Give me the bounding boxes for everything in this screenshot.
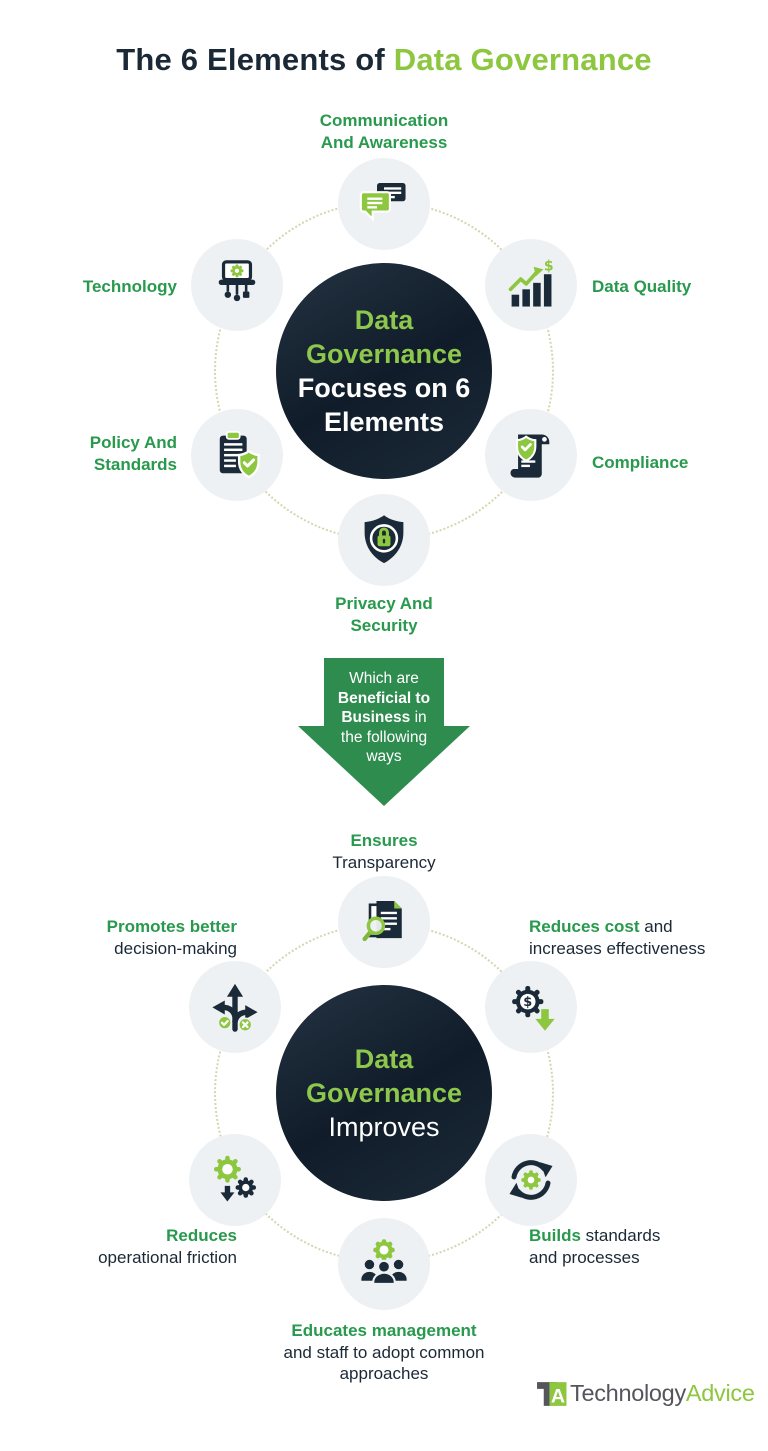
document-magnifier-icon [338,876,430,968]
cycle-arrows-gear-graphic [509,1160,553,1200]
label-line: approaches [339,1364,429,1383]
document-magnifier-graphic [362,901,402,942]
top-center-text: Data Governance Focuses on 6 Elements [291,303,477,439]
cycle-arrows-gear-icon [485,1134,577,1226]
arrow-line: Beneficial to [337,689,431,707]
label-line: Ensures [350,831,418,850]
gear-dollar-down-arrow-graphic: $ [512,986,555,1031]
scroll-shield-check-graphic [510,434,550,478]
top-center-highlight: Data Governance [305,305,463,369]
arrow-line: in [410,709,427,726]
label-line: standards [580,1226,661,1245]
label-builds-standards: Builds standards and processes [529,1225,764,1268]
shield-lock-graphic [364,515,404,564]
label-ensures-transparency: Ensures Transparency [234,830,534,873]
logo-wordmark: TechnologyAdvice [570,1380,755,1407]
label-policy-standards: Policy And Standards [10,432,177,475]
bottom-center-text: Data Governance Improves [291,1042,477,1144]
label-privacy-security: Privacy And Security [234,593,534,636]
arrow-line: ways [366,748,402,765]
page-title: The 6 Elements of Data Governance [0,42,768,78]
logo-wordmark-gray: Technology [570,1380,686,1406]
svg-text:$: $ [544,258,554,274]
top-center-circle: Data Governance Focuses on 6 Elements [276,263,492,479]
svg-text:$: $ [523,995,532,1010]
label-line: Promotes better [106,917,237,936]
label-line: Compliance [592,453,689,472]
team-gear-graphic [361,1239,407,1285]
label-data-quality: Data Quality [592,276,762,298]
label-reduces-friction: Reduces operational friction [0,1225,237,1268]
down-arrow [298,658,470,806]
laptop-gear-circuit-graphic [218,260,256,302]
technologyadvice-logo: A TechnologyAdvice [536,1378,755,1409]
chat-bubbles-icon [338,158,430,250]
bottom-center-circle: Data Governance Improves [276,985,492,1201]
bottom-center-rest: Improves [328,1112,440,1142]
label-line: Standards [93,454,177,474]
label-line: and processes [529,1247,640,1267]
growth-chart-dollar-graphic: $ [508,258,554,307]
laptop-gear-circuit-icon [191,239,283,331]
growth-chart-dollar-icon: $ [485,239,577,331]
team-gear-icon [338,1218,430,1310]
label-line: and [639,917,673,936]
gears-down-arrow-icon [189,1134,281,1226]
branching-arrows-graphic [212,983,258,1033]
branching-arrows-icon [189,961,281,1053]
gear-dollar-down-arrow-icon: $ [485,961,577,1053]
logo-mark-letter: A [551,1385,565,1407]
scroll-shield-check-icon [485,409,577,501]
chat-bubbles-graphic [359,183,406,222]
down-arrow-text: Which are Beneficial to Business in the … [300,669,468,767]
label-line: Builds [529,1226,581,1245]
label-line: decision-making [114,938,237,958]
logo-mark-icon: A [537,1382,567,1407]
label-compliance: Compliance [592,452,762,474]
arrow-line: the following [340,728,428,746]
shield-lock-icon [338,494,430,586]
arrow-line: Which are [349,670,419,687]
label-line: Reduces cost [529,917,640,936]
label-reduces-cost: Reduces cost and increases effectiveness [529,916,764,959]
label-line: Privacy And [335,594,433,613]
label-technology: Technology [10,276,177,298]
label-promotes-decisions: Promotes better decision-making [0,916,237,959]
page-title-highlight: Data Governance [393,42,652,77]
label-line: Reduces [166,1226,237,1245]
label-educates-management: Educates management and staff to adopt c… [184,1320,584,1385]
gears-down-arrow-graphic [214,1155,256,1202]
top-center-rest: Focuses on 6 Elements [297,373,471,437]
label-line: increases effectiveness [529,938,706,958]
label-line: Transparency [332,852,436,872]
clipboard-shield-check-icon [191,409,283,501]
label-line: operational friction [98,1247,237,1267]
bottom-center-highlight: Data Governance [305,1044,463,1108]
arrow-line: Business [341,709,411,726]
label-line: Educates management [291,1321,477,1340]
label-line: and staff to adopt common [283,1342,485,1362]
label-line: Technology [82,277,177,296]
logo-wordmark-green: Advice [685,1380,755,1406]
label-line: And Awareness [320,132,448,152]
label-line: Policy And [89,433,177,452]
page-title-prefix: The 6 Elements of [116,42,394,77]
label-line: Data Quality [592,277,692,296]
label-communication-awareness: Communication And Awareness [234,110,534,153]
label-line: Communication [319,111,449,130]
clipboard-shield-check-graphic [219,430,260,479]
label-line: Security [350,615,418,635]
